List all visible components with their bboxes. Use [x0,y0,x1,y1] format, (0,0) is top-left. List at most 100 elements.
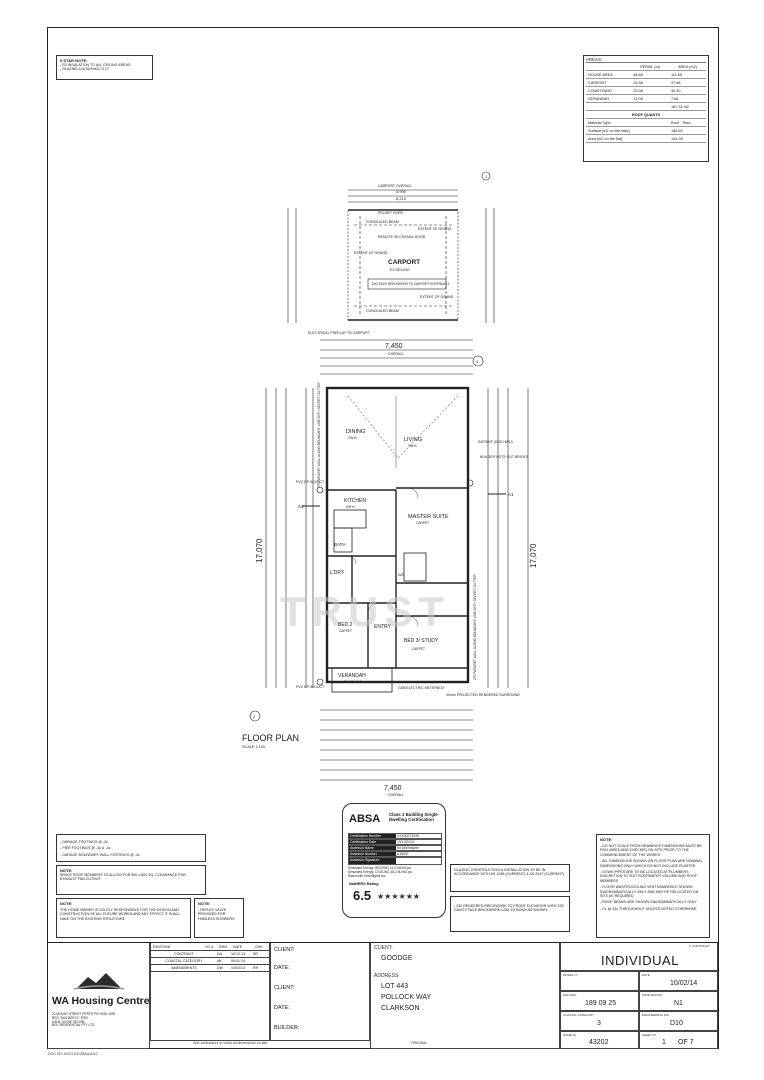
floor-plan-drawing: TRUST CARPORT OVERALL 3,990 5,210 PELMET… [242,171,538,797]
dim-7450-bottom: 7,450 [384,785,402,792]
carport-dims-label: CARPORT OVERALL [378,184,412,188]
absa-certificate: ABSA Class 1 Building Single-Dwelling Ce… [342,803,446,918]
electrical-label: ELECTRICAL FREELAY TO CARPORT [308,331,371,335]
table-row: Area [m2 on the flat]154.28 [586,134,706,144]
concealed-beam-label: CONCEALED BEAM [366,220,399,224]
elevation-marker: 1 [485,174,488,179]
absa-rating: 6.5 [353,888,372,903]
carport-note: 24O FACE BRICKWORK TO CARPORT INTERNALLY [372,282,451,286]
client-fields: CLIENT: DATE: CLIENT: DATE: BUILDER: [270,943,370,1041]
subcontractor-note: Sub-contractors to verify all dimensions… [193,1041,269,1045]
room-bed3: BED 3/ STUDY [404,638,439,644]
roof-title: ROOF QUANTS [586,110,706,120]
title-block: WA Housing Centre 22 MOUNT STREET PERTH … [48,942,718,1049]
table-row: Surface [m2 on the rake]169.65 [586,126,706,136]
floor-plan-title: FLOOR PLAN [242,733,299,743]
absa-energy: Simulated Energy: HEATING 14.2 MJ/m2.pa … [348,866,412,878]
room-master: MASTER SUITE [408,514,449,520]
watermark: TRUST [280,588,450,635]
room-ldry: L'DRY [330,570,345,576]
wind-cell: WIND RATING N1 [639,991,718,1011]
dim-5210: 5,210 [396,196,407,201]
sheet-cell: SHEET N° 1 OF 7 [639,1031,718,1049]
verandah-ceiling: EX CEILING [344,680,362,684]
design-cell: INDIVIDUAL © COPYRIGHT [560,943,718,971]
col-perim: PERIM. (m) [631,63,669,72]
extent-grano-label: EXTENT OF GRANO [420,295,454,299]
remote-door-label: REMOTE SECTIONAL DOOR [378,235,426,239]
client-name: GOODGE [381,955,413,962]
footer-code: DOC NO 43202 AZ/ZBAA/AGG [48,1052,99,1056]
drawing-sheet: 6 STAR NOTE: - R3 INSULATION TO ALL CEIL… [47,27,719,1049]
reflex-note: NOTE: - REFLEX VALVE PROVIDED FOR HOBLES… [194,898,244,938]
areas-title: AREAS: [586,57,706,64]
absa-stars: ★★★★★★ [377,892,421,901]
dim-7450-top: 7,450 [385,343,403,350]
pvc-duct-label: PVC DP IN DUCT [296,685,325,689]
date-cell: DATE 10/02/14 [639,971,718,991]
absa-logo: ABSA [349,813,381,825]
carport-label: CARPORT [388,259,420,266]
room-bed3-floor: CARPET [412,647,425,651]
dim-3990: 3,990 [396,189,407,194]
render-label: 30mm PROJECTED RENDERED SURROUND [446,693,520,697]
table-row: CONTRACT DA 18.12.13 SR [151,951,269,958]
brick-note: - 230 RENDERED BRICKWORK TO FRONT ELEVAT… [450,896,570,932]
company-name: WA Housing Centre [52,995,150,1007]
room-bath: BATH [334,542,346,547]
areas-total: 187.31 m2 [668,102,706,112]
address-line-1: LOT 443 [381,983,409,990]
room-dining-floor: VINYL [348,436,357,440]
client-address: CLIENT: GOODGE ADDRESS: LOT 443 POLLOCK … [370,943,560,1049]
room-wc: WC [398,572,405,577]
room-master-floor: CARPET [416,521,429,525]
star-note-title: 6 STAR NOTE: [60,58,88,63]
roof-note: NOTE: SPACE ROOF MEMBERS TO ALLOW FOR 50… [56,865,206,895]
table-row: AMENDMENTS DW 10/02/14 RH [151,965,269,972]
address-line-3: CLARKSON [381,1005,420,1012]
builder-note: BUILDER NOTE CUT BRICKS [480,455,529,459]
model-cell: MODEL N° [560,971,639,991]
dim-17070-right: 17,070 [529,543,538,568]
meterbox-label: GAS/ELECTRIC METERBOX [398,686,445,690]
room-bed2: BED 2 [338,622,353,628]
concealed-beam-label: CONCEALED BEAM [366,309,399,313]
table-row: 187.31 m2 [586,102,706,112]
address-line-2: POLLOCK WAY [381,994,432,1001]
parapet-left: 270 PARAPET WALL ALONG BOUNDARY LINE WIT… [317,382,321,488]
company-cell: WA Housing Centre 22 MOUNT STREET PERTH … [48,943,150,1049]
pvc-duct-label: PVC DP IN DUCT [296,480,325,484]
footings-note: - GARAGE FOOTINGS @ -3c - PIER FOOTINGS … [56,834,206,862]
absa-rating-label: NatHERS Rating [349,882,379,886]
overall-label: OVERALL [388,352,404,356]
hwu-label: INSTANT (GAS HWU) [478,440,513,444]
glazing-note: GLAZING CONSTRUCTION & INSTALLATION TO B… [450,864,570,892]
engineering-cell: ENGINEERING PAL D10 [639,1011,718,1031]
room-living-floor: VINYL [408,444,417,448]
room-bed2-floor: CARPET [339,629,352,633]
room-living: LIVING [404,437,422,443]
room-dining: DINING [346,429,365,435]
company-logo-icon [74,973,124,990]
design-name: INDIVIDUAL [601,953,679,968]
overall-label: OVERALL [388,793,404,797]
mapref-cell: MAP REF 189 09 25 [560,991,639,1011]
extent-grano-label: EXTENT OF GRANO [354,251,388,255]
section-marker-a1: A1 [298,504,304,509]
coastal-cell: COASTAL CATEGORY 3 [560,1011,639,1031]
room-entry: ENTRY [374,624,392,630]
elevation-marker: 4 [476,359,479,364]
revision-table: REVISION VO # DRN DATE CHK CONTRACT DA 1… [150,943,270,1041]
parapet-right: 270 PARAPET WALL ALONG BOUNDARY LINE WIT… [473,574,477,680]
dim-17070-left: 17,070 [255,538,264,563]
room-verandah: VERANDAH [338,673,366,679]
elevation-marker: 2 [253,714,256,719]
